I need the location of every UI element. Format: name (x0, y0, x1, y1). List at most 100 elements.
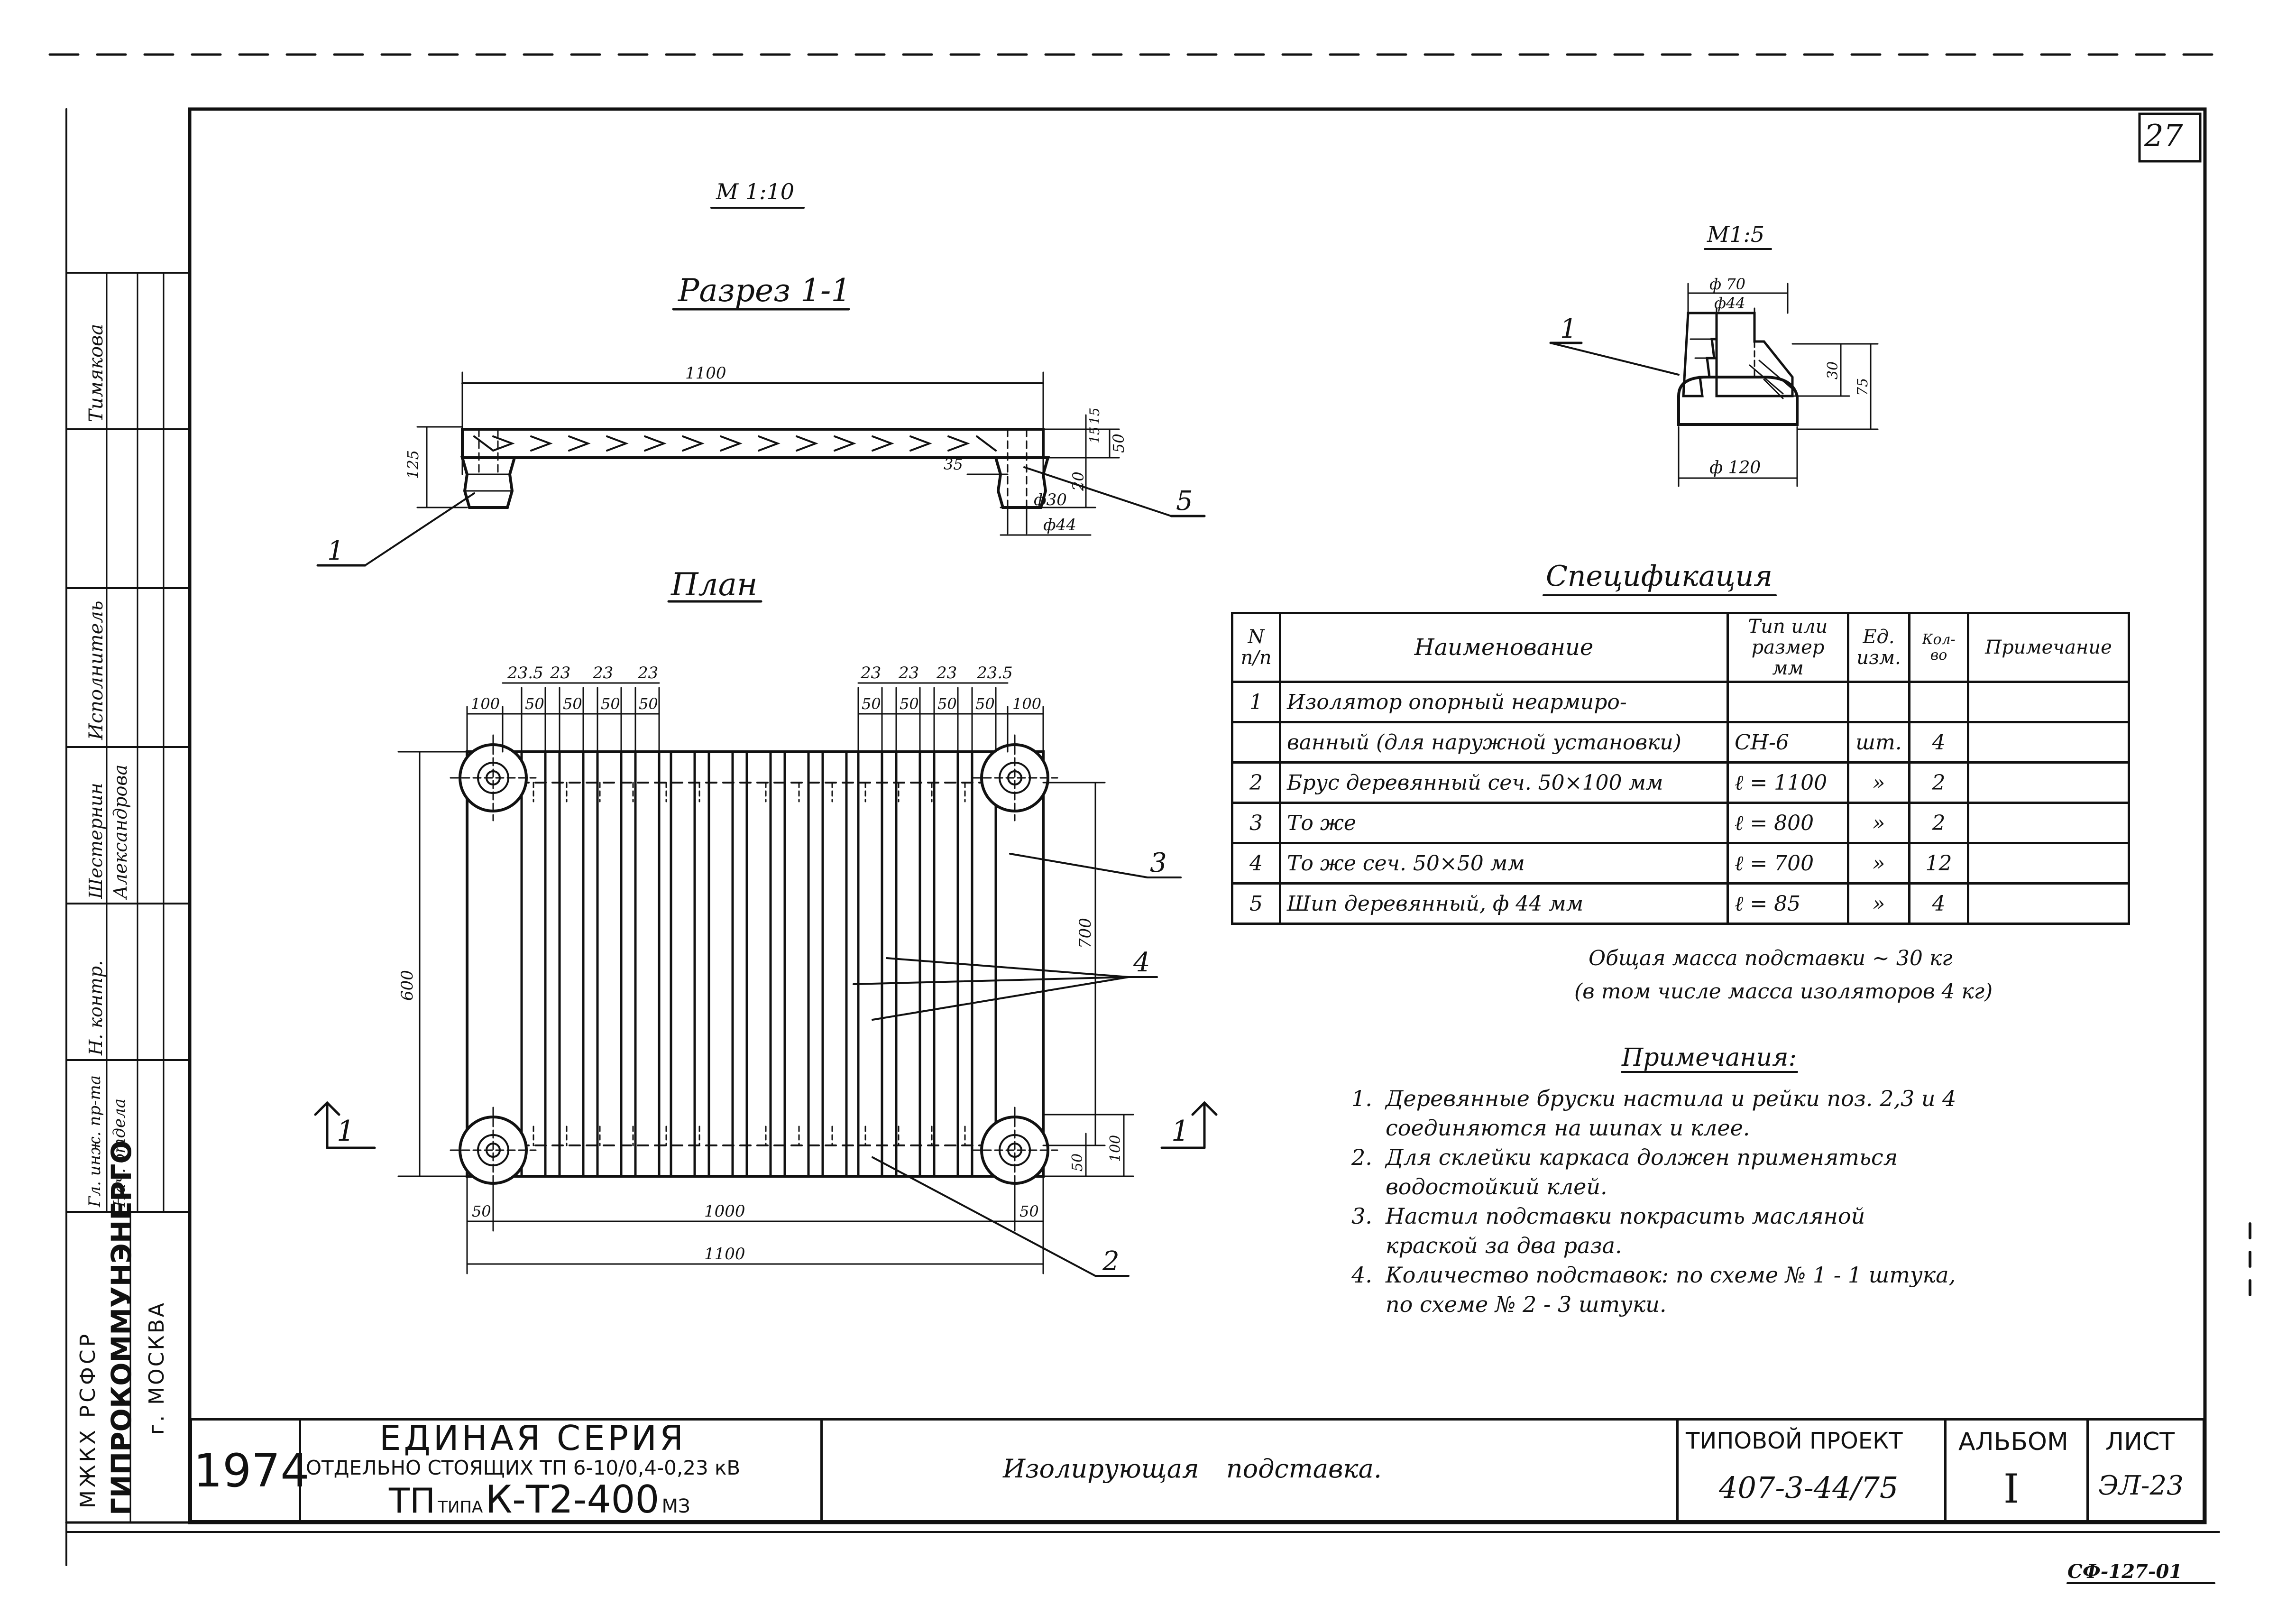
plan-top-left-lower-3: 50 (563, 695, 582, 713)
detail-inner-dia: ф44 (1714, 294, 1745, 312)
org-line-1: МЖКХ РСФСР (76, 1331, 100, 1508)
plan-bottom-1000: 1000 (704, 1202, 745, 1221)
detail-bottom-dia: ф 120 (1709, 458, 1761, 478)
list-item: водостойкий клей. (1351, 1172, 1956, 1201)
bottom-code: СФ-127-01 (2067, 1560, 2183, 1583)
plan-top-right-lower-2: 50 (900, 695, 919, 713)
plan-top-right-lower-3: 50 (937, 695, 957, 713)
detail-callout-1: 1 (1560, 314, 1577, 344)
spec-cell (1967, 761, 2130, 804)
tb-tp-small: ТИПА (438, 1498, 483, 1517)
spec-cell: шт. (1847, 721, 1910, 764)
tb-album-label: АЛЬБОМ (1958, 1428, 2068, 1456)
tb-series-sub: ОТДЕЛЬНО СТОЯЩИХ ТП 6-10/0,4-0,23 кВ (306, 1456, 741, 1479)
note-text: по схеме № 2 - 3 штуки. (1386, 1292, 1667, 1317)
dim-right-c: 50 (1110, 434, 1128, 453)
table-row: ванный (для наружной установки) СН-6 шт.… (1231, 721, 2130, 764)
section-mark-left: 1 (337, 1115, 355, 1148)
note-number: 1. (1351, 1086, 1372, 1111)
spec-cell: ℓ = 85 (1727, 882, 1849, 925)
plan-dim-50: 50 (1069, 1153, 1086, 1172)
notes-list: 1.Деревянные бруски настила и рейки поз.… (1351, 1084, 1956, 1319)
note-text: Для склейки каркаса должен применяться (1386, 1144, 1898, 1170)
tb-year: 1974 (193, 1444, 310, 1497)
plan-top-right-lower-5: 100 (1012, 695, 1041, 713)
note-number: 4. (1351, 1262, 1372, 1288)
page-number: 27 (2144, 119, 2183, 154)
spec-cell: Шип деревянный, ф 44 мм (1279, 882, 1729, 925)
tb-album-cell (1947, 1418, 2089, 1522)
spec-header-note: Примечание (1967, 612, 2130, 683)
plan-top-left-lower-5: 50 (639, 695, 658, 713)
plan-top-left-lower-1: 100 (471, 695, 500, 713)
spec-cell: Брус деревянный сеч. 50×100 мм (1279, 761, 1729, 804)
tb-project-number: 407-3-44/75 (1719, 1470, 1899, 1505)
plan-top-left-4: 23 (637, 664, 658, 683)
spec-cell: ванный (для наружной установки) (1279, 721, 1729, 764)
plan-dim-600: 600 (398, 970, 417, 1001)
dim-depth-35: 35 (944, 455, 963, 473)
spec-cell: » (1847, 761, 1910, 804)
tb-year-cell (190, 1418, 301, 1522)
tb-album-number: I (2003, 1466, 2020, 1512)
spec-cell: » (1847, 842, 1910, 885)
spec-header-row: N п/п Наименование Тип или размер мм Ед.… (1231, 612, 2130, 683)
stamp-name-alexandrova: Александрова (110, 764, 131, 899)
dim-dia-44: ф44 (1043, 516, 1076, 535)
note-text: водостойкий клей. (1386, 1174, 1607, 1200)
plan-top-right-2: 23 (898, 664, 919, 683)
table-row: 2 Брус деревянный сеч. 50×100 мм ℓ = 110… (1231, 761, 2130, 804)
spec-header-size: Тип или размер мм (1727, 612, 1849, 683)
detail-top-dia: ф 70 (1709, 275, 1745, 293)
spec-cell: 4 (1231, 842, 1281, 885)
tb-tp-prefix: ТП (389, 1481, 436, 1521)
plan-top-right-4: 23.5 (976, 664, 1013, 683)
spec-cell (1967, 802, 2130, 844)
spec-cell: 5 (1231, 882, 1281, 925)
spec-cell: » (1847, 802, 1910, 844)
plan-top-right-lower-4: 50 (975, 695, 995, 713)
tb-project-label: ТИПОВОЙ ПРОЕКТ (1686, 1428, 1903, 1454)
plan-top-right-1: 23 (860, 664, 881, 683)
note-number: 2. (1351, 1144, 1372, 1170)
spec-cell (1967, 882, 2130, 925)
table-row: 1 Изолятор опорный неармиро- (1231, 681, 2130, 723)
tb-tp-type-line: ТП ТИПА К-Т2-400 МЗ (389, 1477, 690, 1522)
spec-cell: То же (1279, 802, 1729, 844)
tb-project-cell (1676, 1418, 1947, 1522)
spec-mass-line1: Общая масса подставки ~ 30 кг (1589, 946, 1953, 970)
list-item: по схеме № 2 - 3 штуки. (1351, 1290, 1956, 1319)
detail-scale: М1:5 (1707, 221, 1764, 247)
dim-overall-length: 1100 (685, 364, 726, 383)
specification-table: N п/п Наименование Тип или размер мм Ед.… (1231, 612, 2130, 925)
spec-cell: 12 (1908, 842, 1969, 885)
spec-header-name: Наименование (1279, 612, 1729, 683)
tb-tp-type: К-Т2-400 (485, 1477, 660, 1522)
dim-right-d: 20 (1069, 471, 1087, 491)
plan-title: План (670, 566, 757, 603)
spec-cell: 1 (1231, 681, 1281, 723)
note-number: 3. (1351, 1203, 1372, 1229)
table-row: 3 То же ℓ = 800 » 2 (1231, 802, 2130, 844)
plan-top-left-1: 23.5 (507, 664, 543, 683)
plan-top-left-lower-2: 50 (525, 695, 544, 713)
section-title: Разрез 1-1 (678, 272, 851, 309)
spec-mass-line2: (в том числе масса изоляторов 4 кг) (1574, 979, 1993, 1004)
spec-cell (1908, 681, 1969, 723)
plan-bottom-right-50: 50 (1019, 1202, 1039, 1220)
plan-callout-3: 3 (1150, 848, 1167, 878)
tb-series-title: ЕДИНАЯ СЕРИЯ (379, 1418, 686, 1458)
detail-depth: 30 (1825, 361, 1841, 379)
org-line-2: ГИПРОКОММУНЭНЕРГО (105, 1140, 138, 1515)
spec-title: Спецификация (1546, 560, 1773, 593)
stamp-role-norm-control: Н. контр. (85, 960, 106, 1055)
plan-top-right-3: 23 (936, 664, 957, 683)
plan-top-left-lower-4: 50 (601, 695, 620, 713)
spec-cell (1231, 721, 1281, 764)
spec-cell: 4 (1908, 721, 1969, 764)
spec-cell: ℓ = 800 (1727, 802, 1849, 844)
list-item: краской за два раза. (1351, 1231, 1956, 1260)
dim-dia-30: ф30 (1034, 490, 1067, 509)
